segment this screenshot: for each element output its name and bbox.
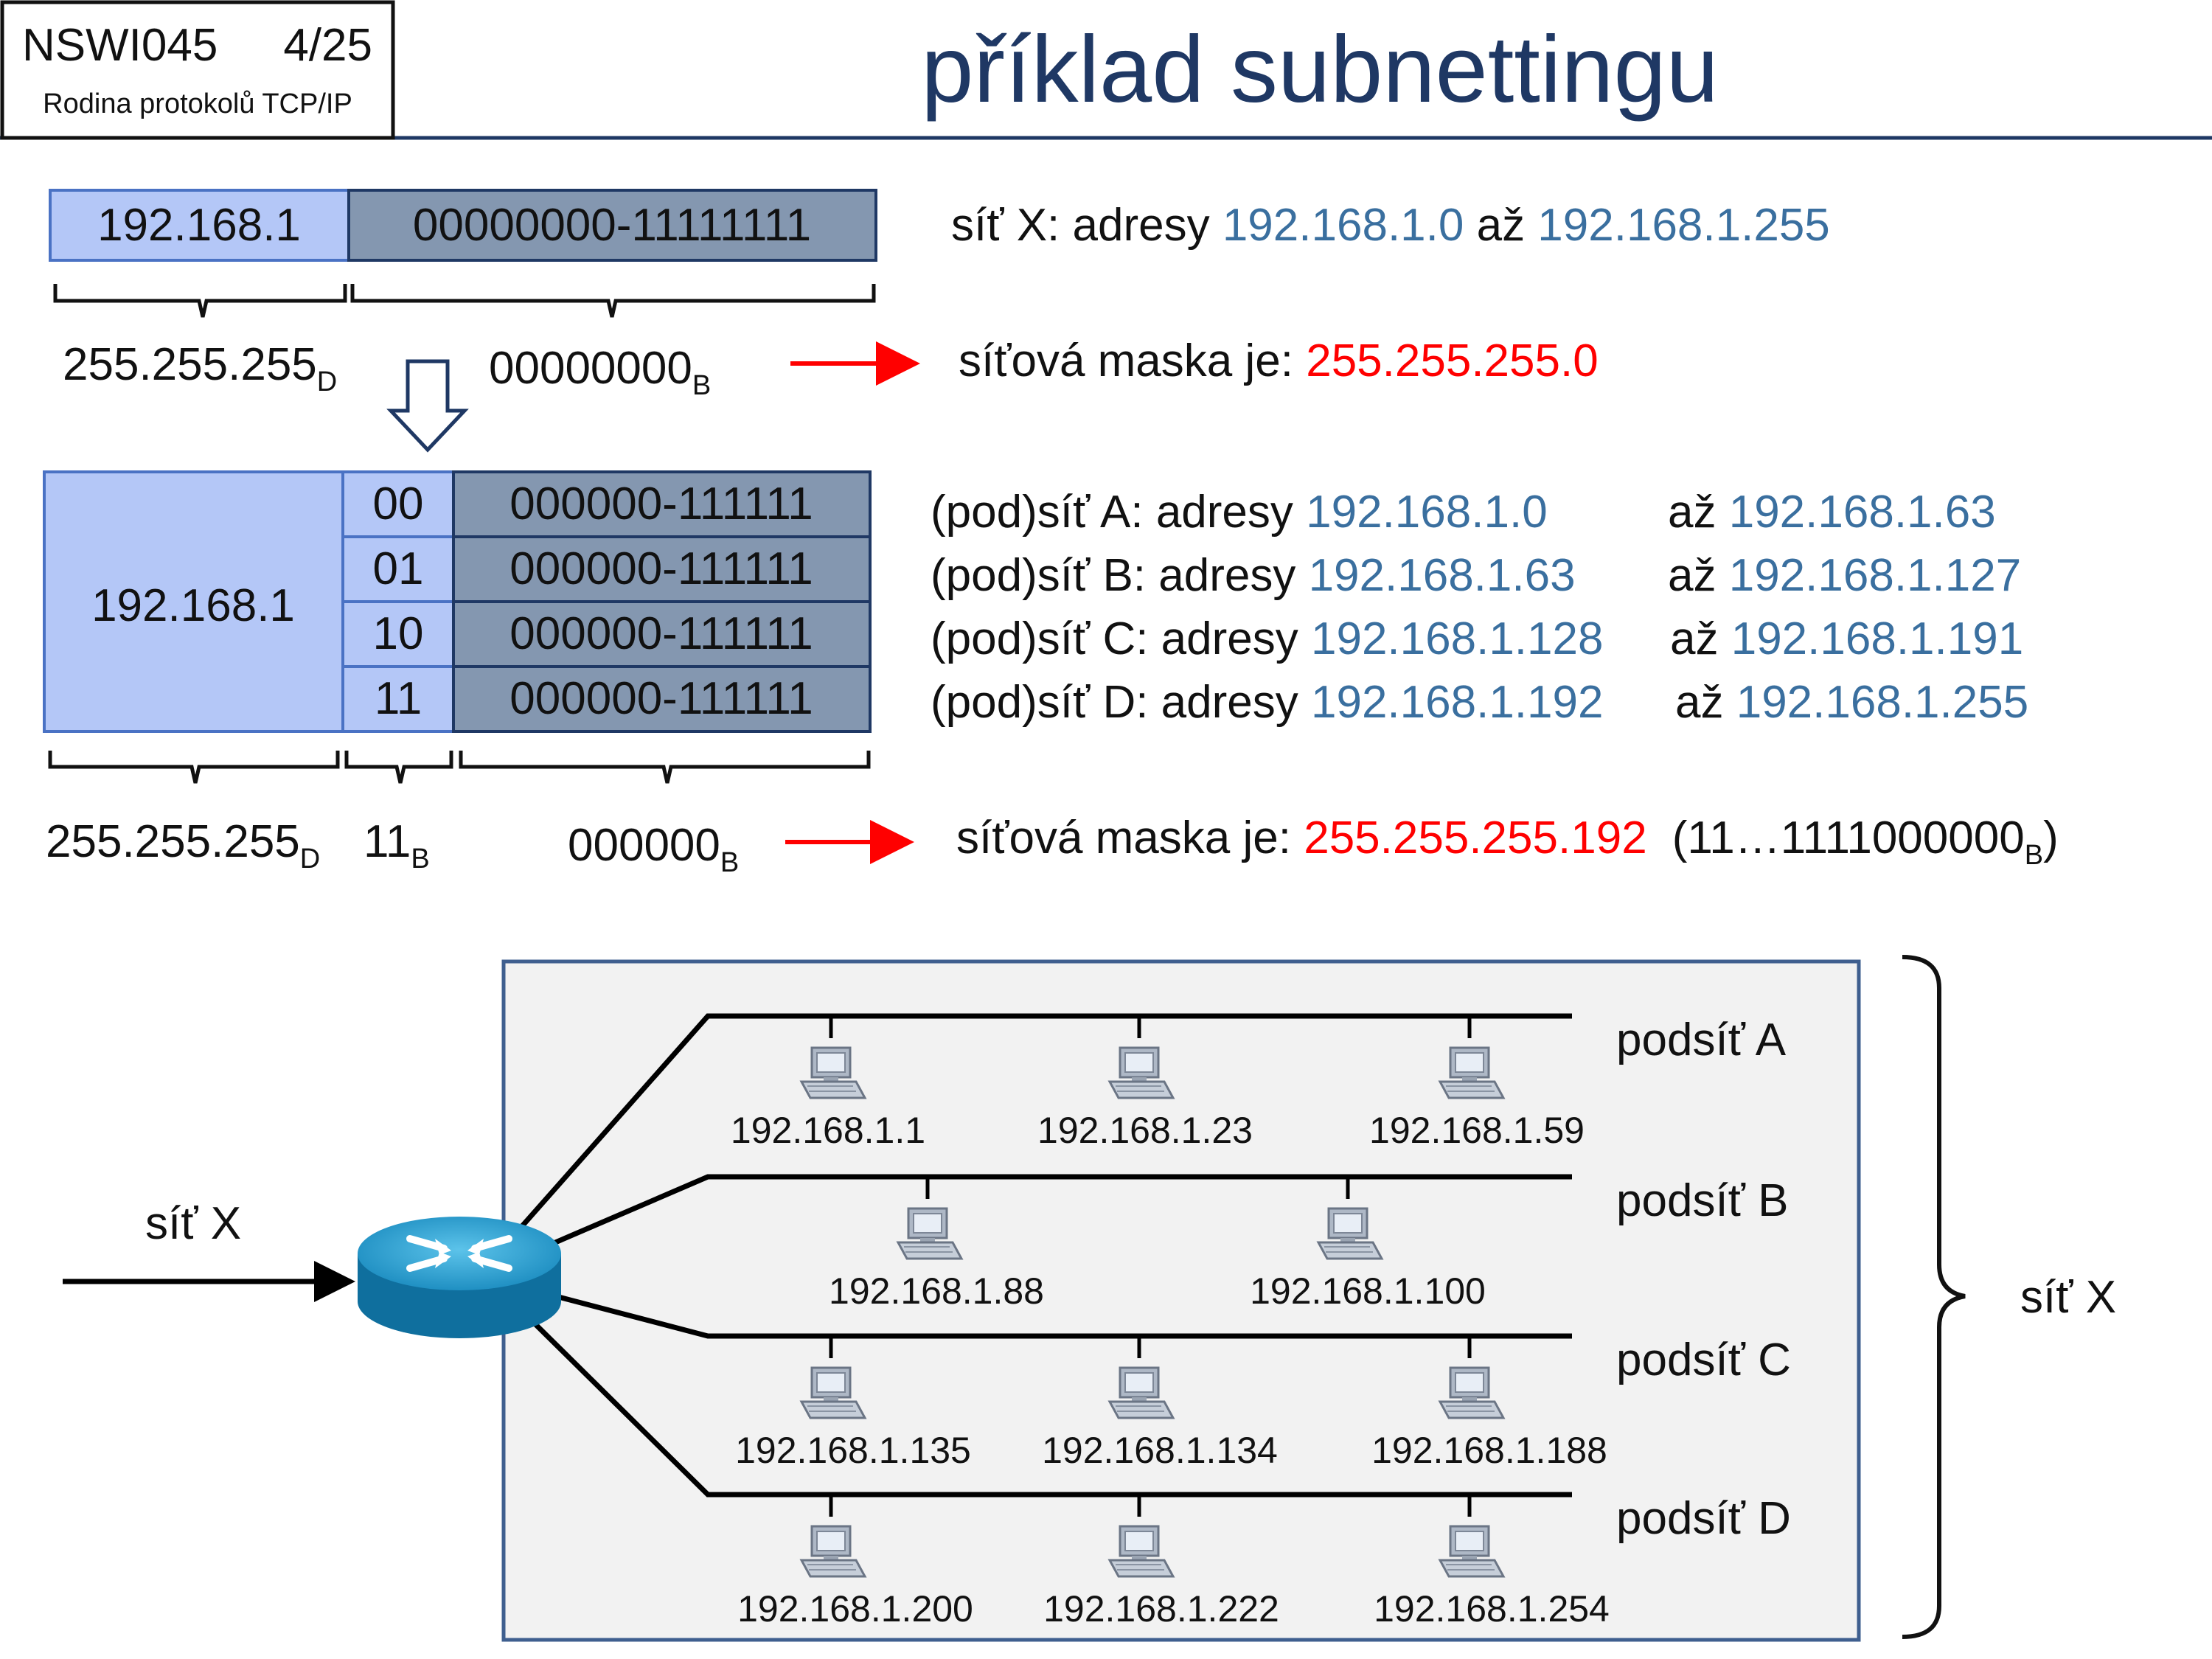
host-address: 192.168.1.100 [1250,1270,1486,1312]
input-label: síť X [145,1198,241,1249]
host-address: 192.168.1.134 [1042,1430,1278,1471]
brace-subnet-2 [344,751,453,784]
subnet-range-text: 000000-111111 [509,608,813,659]
mask-prefix-2: 255.255.255D [46,816,320,874]
course-code: NSWI045 [22,20,218,71]
host-range-text: 00000000-11111111 [413,200,811,251]
course-box [0,0,395,140]
host-address: 192.168.1.254 [1374,1588,1610,1630]
page-number: 4/25 [283,20,372,71]
subnet-name: podsíť C [1616,1335,1791,1385]
network-diagram: podsíť A 192.168.1.1 192.168.1.23 192.168.1… [63,955,2116,1642]
subnet-range-end: až 192.168.1.127 [1668,550,2021,601]
brace-prefix [53,284,347,318]
host-address: 192.168.1.23 [1037,1110,1253,1151]
host-address: 192.168.1.1 [731,1110,925,1151]
subnet-range-text: 000000-111111 [509,673,813,724]
brace-host [350,284,876,318]
down-arrow [386,359,469,453]
brace-prefix-2 [48,751,340,784]
subnet-range-text: 000000-111111 [509,543,813,594]
mask-subnet-2: 11B [364,816,430,874]
subnet-name: podsíť B [1616,1175,1789,1226]
host-address: 192.168.1.88 [829,1270,1044,1312]
subnet-bits-text: 01 [373,543,424,594]
router-link [552,1293,1572,1339]
subnet-bits-text: 00 [373,479,424,529]
subnet-range-end: až 192.168.1.63 [1668,487,1996,538]
subnet-host-cell [452,665,872,733]
subnet-range-line: (pod)síť D: adresy 192.168.1.192 [931,677,1603,728]
course-subtitle: Rodina protokolů TCP/IP [43,88,352,119]
subnet-ranges: (pod)síť A: adresy 192.168.1.0 až 192.168… [931,487,2028,728]
subnet-bits-text: 10 [373,608,424,659]
subnet-bits-cell [341,535,455,603]
subnet-bits-text: 11 [375,673,422,724]
subnet-range-end: až 192.168.1.255 [1675,677,2028,728]
subnet-panel [501,959,1861,1642]
router-link [537,1174,1572,1253]
subnet-rows: 00 000000-111111 01 000000-111111 10 000000-1… [341,470,872,733]
total-label: síť X [2020,1272,2116,1323]
subnet-range-line: (pod)síť A: adresy 192.168.1.0 [931,487,1548,538]
brace-host-2 [459,751,871,784]
mask-prefix-1: 255.255.255D [63,339,337,397]
subnet-bits-cell [341,470,455,538]
host-block [347,189,877,262]
subnet-range-line: (pod)síť B: adresy 192.168.1.63 [931,550,1576,601]
router-icon [358,1217,561,1338]
prefix-block [49,189,350,262]
prefix-text-2: 192.168.1 [91,580,295,631]
prefix-block-2 [43,470,344,733]
part2: 192.168.1 00 000000-111111 01 000000-111111… [43,470,2059,878]
router-links [514,1013,1572,1498]
router-link [514,1013,1572,1235]
host-address: 192.168.1.188 [1371,1430,1607,1471]
subnet-range-end: až 192.168.1.191 [1670,613,2023,664]
mask-result-1: síťová maska je: 255.255.255.0 [959,335,1599,386]
mask-host-2: 000000B [568,820,739,878]
mask-result-2: síťová maska je: 255.255.255.192(11…1111… [956,813,2059,871]
subnet-host-cell [452,600,872,668]
subnet-range-text: 000000-111111 [509,479,813,529]
host-address: 192.168.1.59 [1369,1110,1585,1151]
prefix-text: 192.168.1 [97,200,301,251]
mask-host-1: 00000000B [489,343,711,401]
subnet-name: podsíť A [1616,1015,1787,1065]
host-address: 192.168.1.135 [735,1430,971,1471]
subnet-name: podsíť D [1616,1493,1791,1544]
subnet-buses: podsíť A 192.168.1.1 192.168.1.23 192.168.1… [731,1015,1791,1630]
net-x-addresses: síť X: adresy 192.168.1.0 až 192.168.1.2… [951,200,1830,251]
router-link [529,1318,1572,1498]
page-title: příklad subnettingu [921,17,1719,122]
subnet-range-line: (pod)síť C: adresy 192.168.1.128 [931,613,1603,664]
host-address: 192.168.1.222 [1043,1588,1279,1630]
part1: 192.168.1 00000000-11111111 síť X: adres… [49,189,1830,453]
total-brace [1902,955,1966,1639]
host-address: 192.168.1.200 [737,1588,973,1630]
header: NSWI045 4/25 Rodina protokolů TCP/IP pří… [0,0,2212,140]
